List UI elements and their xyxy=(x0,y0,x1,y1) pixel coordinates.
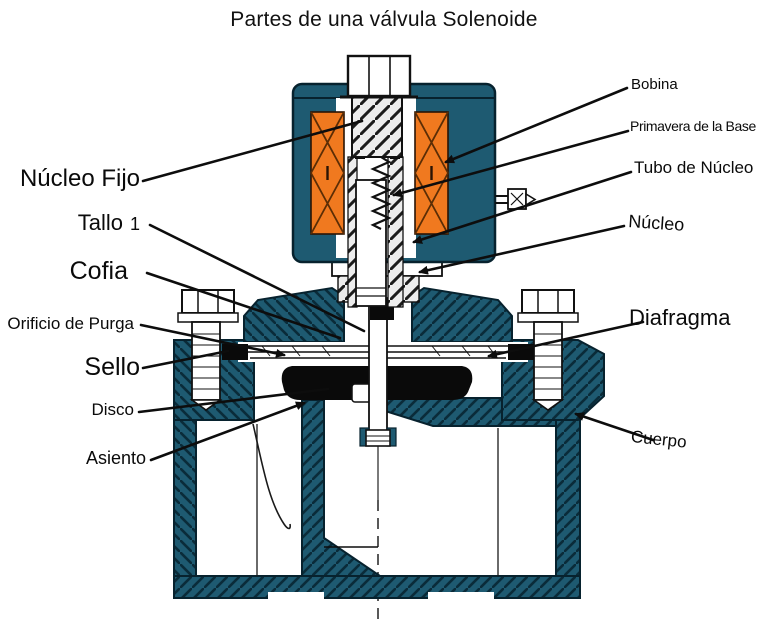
base-foot-notch xyxy=(428,592,494,600)
label-orificio-de-purga: Orificio de Purga xyxy=(7,314,134,333)
base-spring xyxy=(370,156,392,230)
label-tallo-mark: 1 xyxy=(129,214,140,234)
stem xyxy=(359,297,397,447)
label-sello: Sello xyxy=(84,353,140,381)
bonnet-right xyxy=(411,286,513,343)
stem-seal xyxy=(370,306,394,320)
bolt-right xyxy=(517,289,579,411)
top-nut xyxy=(340,54,418,99)
diaphragm-seal-left xyxy=(222,344,248,360)
leader-tubo xyxy=(412,170,633,244)
leader-cuerpo xyxy=(574,412,655,442)
label-bobina: Bobina xyxy=(631,76,678,93)
base-foot-notch xyxy=(268,592,324,600)
leader-cofia xyxy=(145,271,342,340)
label-tallo: Tallo 1 xyxy=(78,212,140,234)
coil-winding-right xyxy=(414,111,449,235)
leader-asiento xyxy=(149,401,306,462)
label-tubo-de-nucleo: Tubo de Núcleo xyxy=(634,158,754,177)
leader-tallo xyxy=(148,223,366,333)
valve-body xyxy=(173,397,581,600)
plunger-core xyxy=(355,179,387,307)
leader-diafragma xyxy=(487,320,645,359)
leader-sello xyxy=(141,349,230,370)
label-nucleo: Núcleo xyxy=(627,211,685,235)
leader-disco xyxy=(137,387,330,414)
flow-path-line xyxy=(252,423,291,530)
label-tallo-text: Tallo xyxy=(77,210,123,235)
label-cofia: Cofia xyxy=(69,257,128,285)
label-disco: Disco xyxy=(91,400,134,419)
label-diafragma: Diafragma xyxy=(629,305,731,330)
label-asiento: Asiento xyxy=(85,448,146,468)
leader-primavera xyxy=(392,129,630,198)
diagram-title: Partes de una válvula Solenoide xyxy=(230,8,538,31)
leader-nucleo-fijo xyxy=(141,119,364,183)
electrical-connector xyxy=(495,188,537,210)
leader-orificio xyxy=(139,323,286,358)
leader-bobina xyxy=(444,86,629,164)
label-nucleo-fijo: Núcleo Fijo xyxy=(19,165,140,192)
leader-nucleo xyxy=(418,224,626,275)
label-primavera-de-la-base: Primavera de la Base xyxy=(630,118,756,134)
leader-lines xyxy=(137,86,655,462)
